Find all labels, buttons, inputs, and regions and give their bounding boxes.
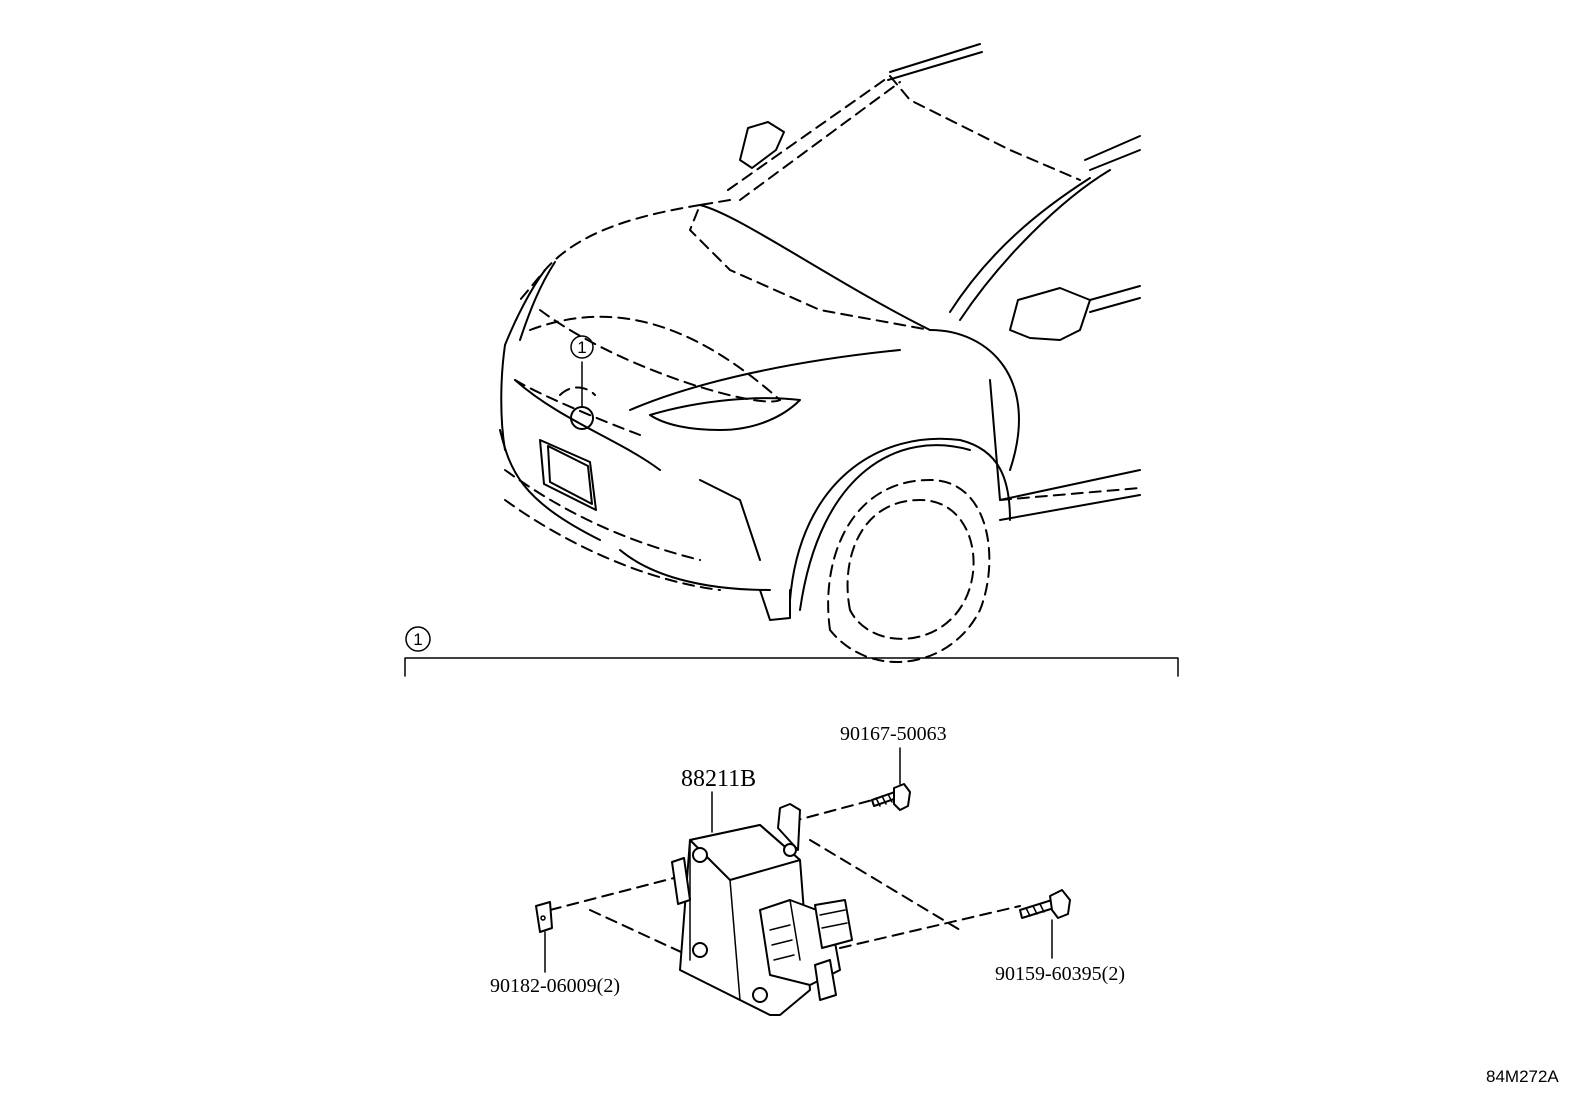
vehicle-callout-number: 1 [577, 338, 586, 357]
module-assembly [549, 791, 1021, 1016]
vehicle-illustration [499, 43, 1141, 663]
upper-bolt-90167 [871, 747, 911, 811]
side-bolt-part-number: 90159-60395(2) [995, 963, 1125, 985]
clip-nut-90182 [535, 901, 553, 973]
clip-part-number: 90182-06009(2) [490, 975, 620, 997]
figure-code: 84M272A [1486, 1067, 1559, 1086]
section-callout-number: 1 [413, 630, 422, 649]
section-bracket [404, 626, 1179, 677]
module-part-number: 88211B [681, 766, 756, 792]
upper-bolt-part-number: 90167-50063 [840, 723, 947, 745]
side-bolt-90159 [1019, 889, 1071, 959]
